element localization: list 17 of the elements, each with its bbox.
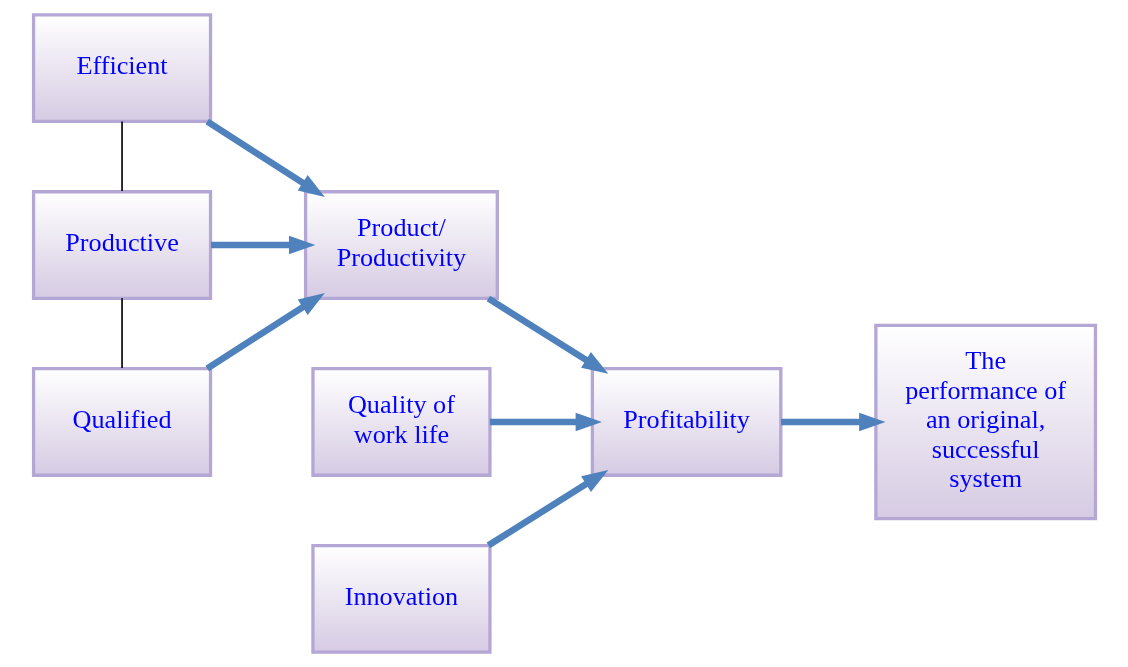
arrow [210, 235, 315, 255]
node-box: Product/ Productivity [303, 190, 499, 300]
node-box: Innovation [310, 544, 492, 654]
arrow [205, 118, 325, 197]
arrow [486, 470, 608, 549]
connector [120, 120, 123, 192]
arrow [780, 412, 885, 432]
node-box: Productive [31, 190, 212, 300]
node-box: Efficient [31, 13, 212, 123]
arrow [489, 412, 602, 432]
node-box: Qualified [31, 367, 212, 477]
arrow [486, 295, 608, 374]
node-box: Quality of work life [310, 367, 492, 477]
node-box: Profitability [590, 367, 782, 477]
connector [120, 297, 123, 369]
node-box: The performance of an original, successful system [873, 323, 1097, 521]
arrow [205, 293, 325, 372]
